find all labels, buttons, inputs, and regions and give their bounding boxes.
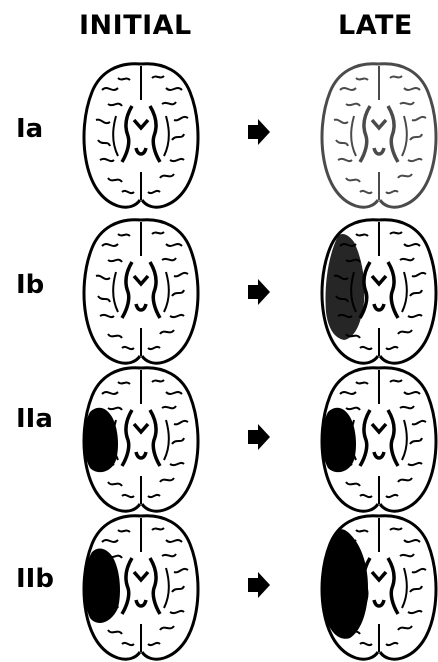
brain-initial-ia	[78, 60, 204, 210]
row-label-ib: Ib	[16, 270, 44, 300]
arrow-icon	[248, 572, 270, 598]
brain-initial-ib	[78, 216, 204, 366]
initial-lesion	[84, 408, 118, 472]
brain-late-iia	[316, 364, 438, 514]
late-lesion	[326, 234, 365, 340]
brain-late-iib	[316, 512, 438, 662]
brain-initial-iia	[78, 364, 204, 514]
late-lesion	[322, 408, 356, 472]
late-column-header: LATE	[338, 10, 413, 41]
initial-lesion	[84, 549, 120, 623]
row-label-iia: IIa	[16, 404, 53, 434]
row-label-iib: IIb	[16, 564, 54, 594]
arrow-icon	[248, 279, 270, 305]
brain-late-ia	[316, 60, 438, 210]
initial-column-header: INITIAL	[79, 10, 192, 41]
arrow-icon	[248, 119, 270, 145]
brain-late-ib	[316, 216, 438, 366]
arrow-icon	[248, 424, 270, 450]
row-label-ia: Ia	[16, 114, 43, 144]
brain-initial-iib	[78, 512, 204, 662]
